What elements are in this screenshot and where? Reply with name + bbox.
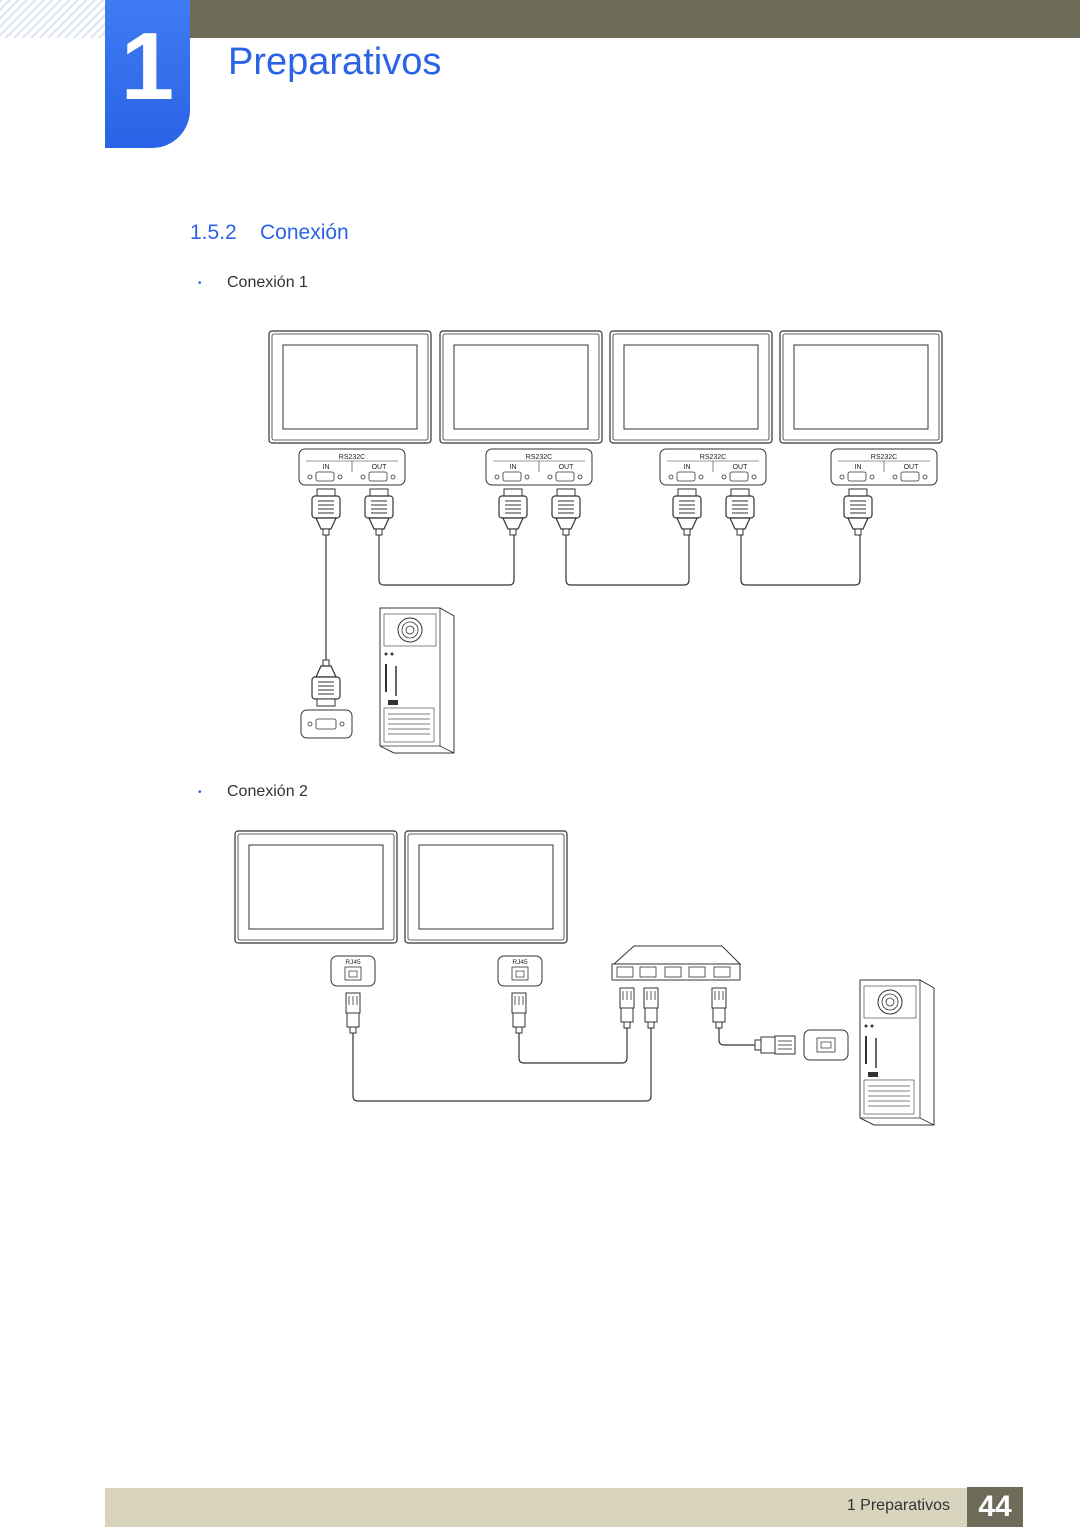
decorative-hatch xyxy=(0,0,105,38)
rs232c-label: RS232C xyxy=(526,454,552,461)
monitor xyxy=(609,330,773,444)
footer-chapter: 1 Preparativos xyxy=(846,1497,950,1514)
bullet-icon: • xyxy=(198,278,202,289)
rj45-plug xyxy=(643,987,659,1029)
rs232c-panel: RS232C IN OUT xyxy=(659,448,767,486)
rj45-label: RJ45 xyxy=(512,959,528,966)
pc-serial-port xyxy=(300,709,353,739)
in-label: IN xyxy=(855,464,862,471)
network-switch xyxy=(611,945,742,981)
rs232c-plug xyxy=(311,488,341,536)
rs232c-panel: RS232C IN OUT xyxy=(298,448,406,486)
rs232c-label: RS232C xyxy=(700,454,726,461)
monitor xyxy=(268,330,432,444)
pc-tower xyxy=(379,607,455,754)
ethernet-cables xyxy=(352,1028,756,1102)
pc-rj45-port xyxy=(803,1029,849,1061)
rs232c-plug xyxy=(498,488,528,536)
out-label: OUT xyxy=(904,464,920,471)
rs232c-label: RS232C xyxy=(339,454,365,461)
rs232c-plug xyxy=(551,488,581,536)
rj45-plug xyxy=(619,987,635,1029)
out-label: OUT xyxy=(372,464,388,471)
rs232c-panel: RS232C IN OUT xyxy=(830,448,938,486)
section-number: 1.5.2 xyxy=(190,221,237,244)
rs232c-label: RS232C xyxy=(871,454,897,461)
chapter-title: Preparativos xyxy=(228,41,442,83)
rs232c-plug xyxy=(725,488,755,536)
rj45-panel: RJ45 xyxy=(330,955,376,987)
out-label: OUT xyxy=(733,464,749,471)
rs232c-panel: RS232C IN OUT xyxy=(485,448,593,486)
section-title: Conexión xyxy=(260,221,349,244)
in-label: IN xyxy=(510,464,517,471)
section-heading: 1.5.2 Conexión xyxy=(190,218,349,248)
out-label: OUT xyxy=(559,464,575,471)
rj45-plug xyxy=(711,987,727,1029)
in-label: IN xyxy=(323,464,330,471)
chapter-number: 1 xyxy=(120,13,175,120)
pc-serial-plug xyxy=(311,659,341,707)
chapter-tab xyxy=(105,0,190,148)
rj45-plug xyxy=(511,992,527,1034)
in-label: IN xyxy=(684,464,691,471)
rj45-panel: RJ45 xyxy=(497,955,543,987)
pc-rj45-plug xyxy=(754,1035,796,1055)
footer-bar xyxy=(105,1488,1023,1527)
rs232c-plug xyxy=(672,488,702,536)
bullet-conexion-1: Conexión 1 xyxy=(227,274,308,291)
monitor xyxy=(404,830,568,944)
header-bar xyxy=(190,0,1080,38)
rs232c-cables xyxy=(325,535,861,660)
pc-tower xyxy=(859,979,935,1126)
rj45-label: RJ45 xyxy=(345,959,361,966)
monitor xyxy=(234,830,398,944)
bullet-conexion-2: Conexión 2 xyxy=(227,783,308,800)
page-number: 44 xyxy=(967,1487,1023,1527)
rs232c-plug xyxy=(843,488,873,536)
monitor xyxy=(439,330,603,444)
rs232c-plug xyxy=(364,488,394,536)
bullet-icon: • xyxy=(198,787,202,798)
rj45-plug xyxy=(345,992,361,1034)
monitor xyxy=(779,330,943,444)
